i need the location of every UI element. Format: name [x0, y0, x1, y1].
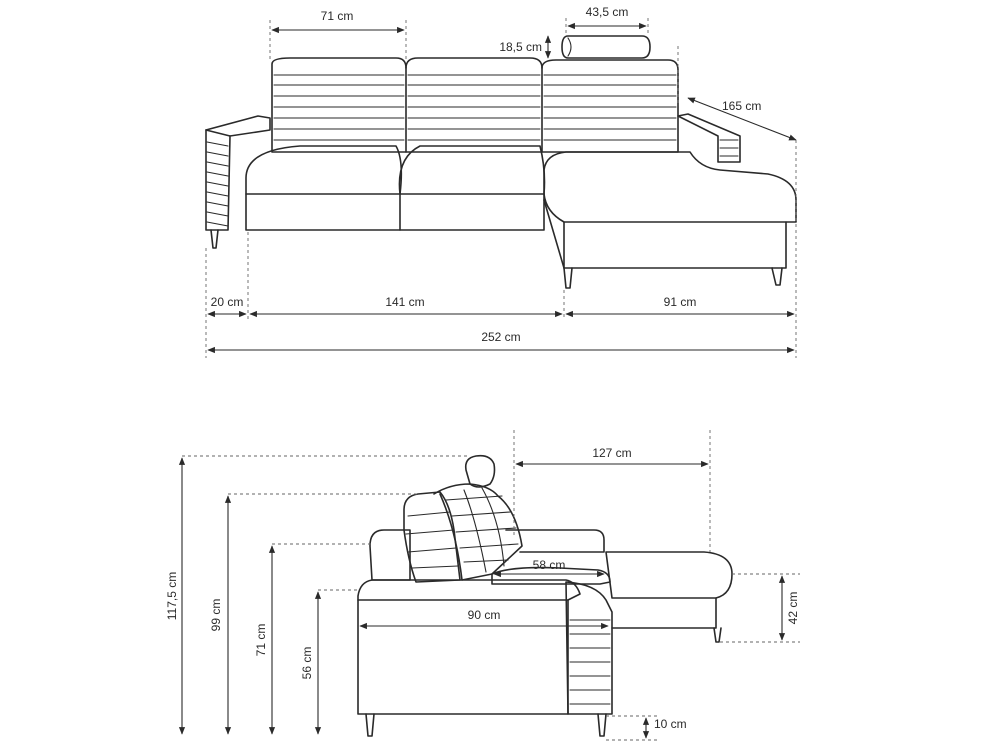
total-depth-label: 90 cm [468, 608, 501, 622]
total-width-label: 252 cm [481, 330, 520, 344]
headrest [561, 35, 651, 59]
seat-depth-label: 58 cm [533, 558, 566, 572]
main-width-label: 141 cm [385, 295, 424, 309]
back-height-label: 99 cm [209, 599, 223, 632]
seat-cushions [245, 145, 546, 231]
side-view-drawing [357, 454, 733, 737]
leg-height-label: 10 cm [654, 717, 687, 731]
seat-width-label: 71 cm [321, 9, 354, 23]
headrest-height-label: 18,5 cm [499, 40, 542, 54]
left-armrest-stitching [206, 141, 229, 227]
back-cushions [271, 57, 679, 153]
arm-height-label: 71 cm [254, 624, 268, 657]
chaise-width-label: 91 cm [664, 295, 697, 309]
chaise-section [543, 151, 797, 289]
front-view-dimensions: 71 cm 43,5 cm 18,5 cm 165 cm 20 cm 141 c… [205, 5, 797, 358]
chaise-length-label: 165 cm [722, 99, 761, 113]
side-view-dimensions: 127 cm 117,5 cm 99 cm 71 cm 56 cm 58 cm … [165, 430, 800, 741]
total-height-label: 117,5 cm [165, 572, 179, 620]
chaise-depth-label: 127 cm [592, 446, 631, 460]
headrest-width-label: 43,5 cm [586, 5, 629, 19]
front-view-drawing [205, 35, 797, 289]
chaise-height-label: 42 cm [786, 592, 800, 625]
seat-height-label: 56 cm [300, 647, 314, 680]
armrest-width-label: 20 cm [211, 295, 244, 309]
